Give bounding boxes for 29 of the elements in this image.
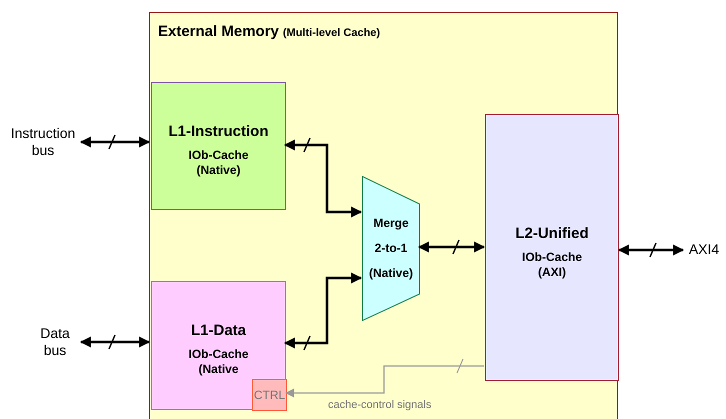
port-name: Instruction bus [10,124,76,160]
port-name: Data bus [39,324,71,360]
block-title: L1-Instruction [168,123,268,142]
bus-arrow [285,365,484,398]
cache-block [151,82,286,210]
block-title: L2-Unified [515,225,589,244]
merge-trapezoid [362,176,420,321]
container-title: External Memory [158,22,279,42]
edge-label: cache-control signals [326,399,434,413]
block-subtitle: IOb-Cache (AXI) [520,250,583,280]
cache-block [485,114,619,381]
bus-arrow [284,140,362,218]
bus-arrow [284,272,362,348]
block-label: CTRL [254,388,286,402]
control-block [252,379,287,411]
container-subtitle: (Multi-level Cache) [282,26,380,41]
bus-arrow [418,242,486,252]
block-subtitle: IOb-Cache (Native [187,346,250,377]
block-label: (Native) [368,266,413,281]
block-subtitle: IOb-Cache (Native) [187,148,250,178]
block-title: L1-Data [190,322,246,341]
block-label: 2-to-1 [374,241,408,256]
bus-arrow [80,336,150,348]
bus-arrow [80,136,150,148]
memory-container [149,12,618,419]
cache-block [151,281,286,410]
bus-arrow [618,244,684,256]
block-label: Merge [373,216,409,231]
port-name: AXI4 [688,241,720,259]
